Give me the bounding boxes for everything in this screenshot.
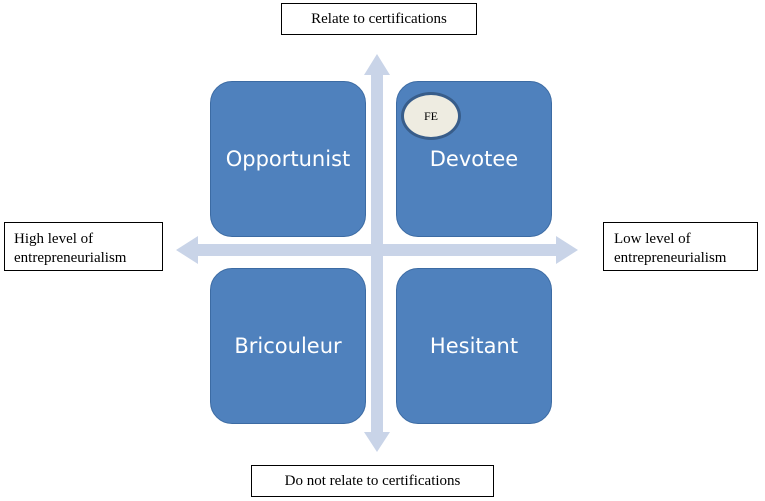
horizontal-axis-arrow (176, 236, 578, 264)
quadrant-label: Devotee (429, 147, 519, 171)
bottom-axis-label: Do not relate to certifications (251, 465, 494, 497)
bottom-axis-label-text: Do not relate to certifications (284, 472, 461, 489)
top-axis-label: Relate to certifications (281, 3, 477, 35)
right-axis-label-line2: entrepreneurialism (614, 250, 727, 266)
top-axis-label-text: Relate to certifications (311, 10, 447, 27)
right-axis-label-line1: Low level of (614, 231, 691, 247)
left-axis-label-line2: entrepreneurialism (14, 250, 127, 266)
fe-marker: FE (401, 92, 461, 140)
quadrant-label: Hesitant (429, 334, 519, 358)
quadrant-label: Opportunist (225, 147, 351, 171)
left-axis-label: High level of entrepreneurialism (4, 222, 163, 271)
quadrant-opportunist: Opportunist (210, 81, 366, 237)
fe-marker-label: FE (423, 108, 438, 123)
right-axis-label: Low level of entrepreneurialism (603, 222, 758, 271)
left-axis-label-line1: High level of (14, 231, 94, 247)
quadrant-bricouleur: Bricouleur (210, 268, 366, 424)
quadrant-hesitant: Hesitant (396, 268, 552, 424)
quadrant-label: Bricouleur (234, 334, 342, 358)
